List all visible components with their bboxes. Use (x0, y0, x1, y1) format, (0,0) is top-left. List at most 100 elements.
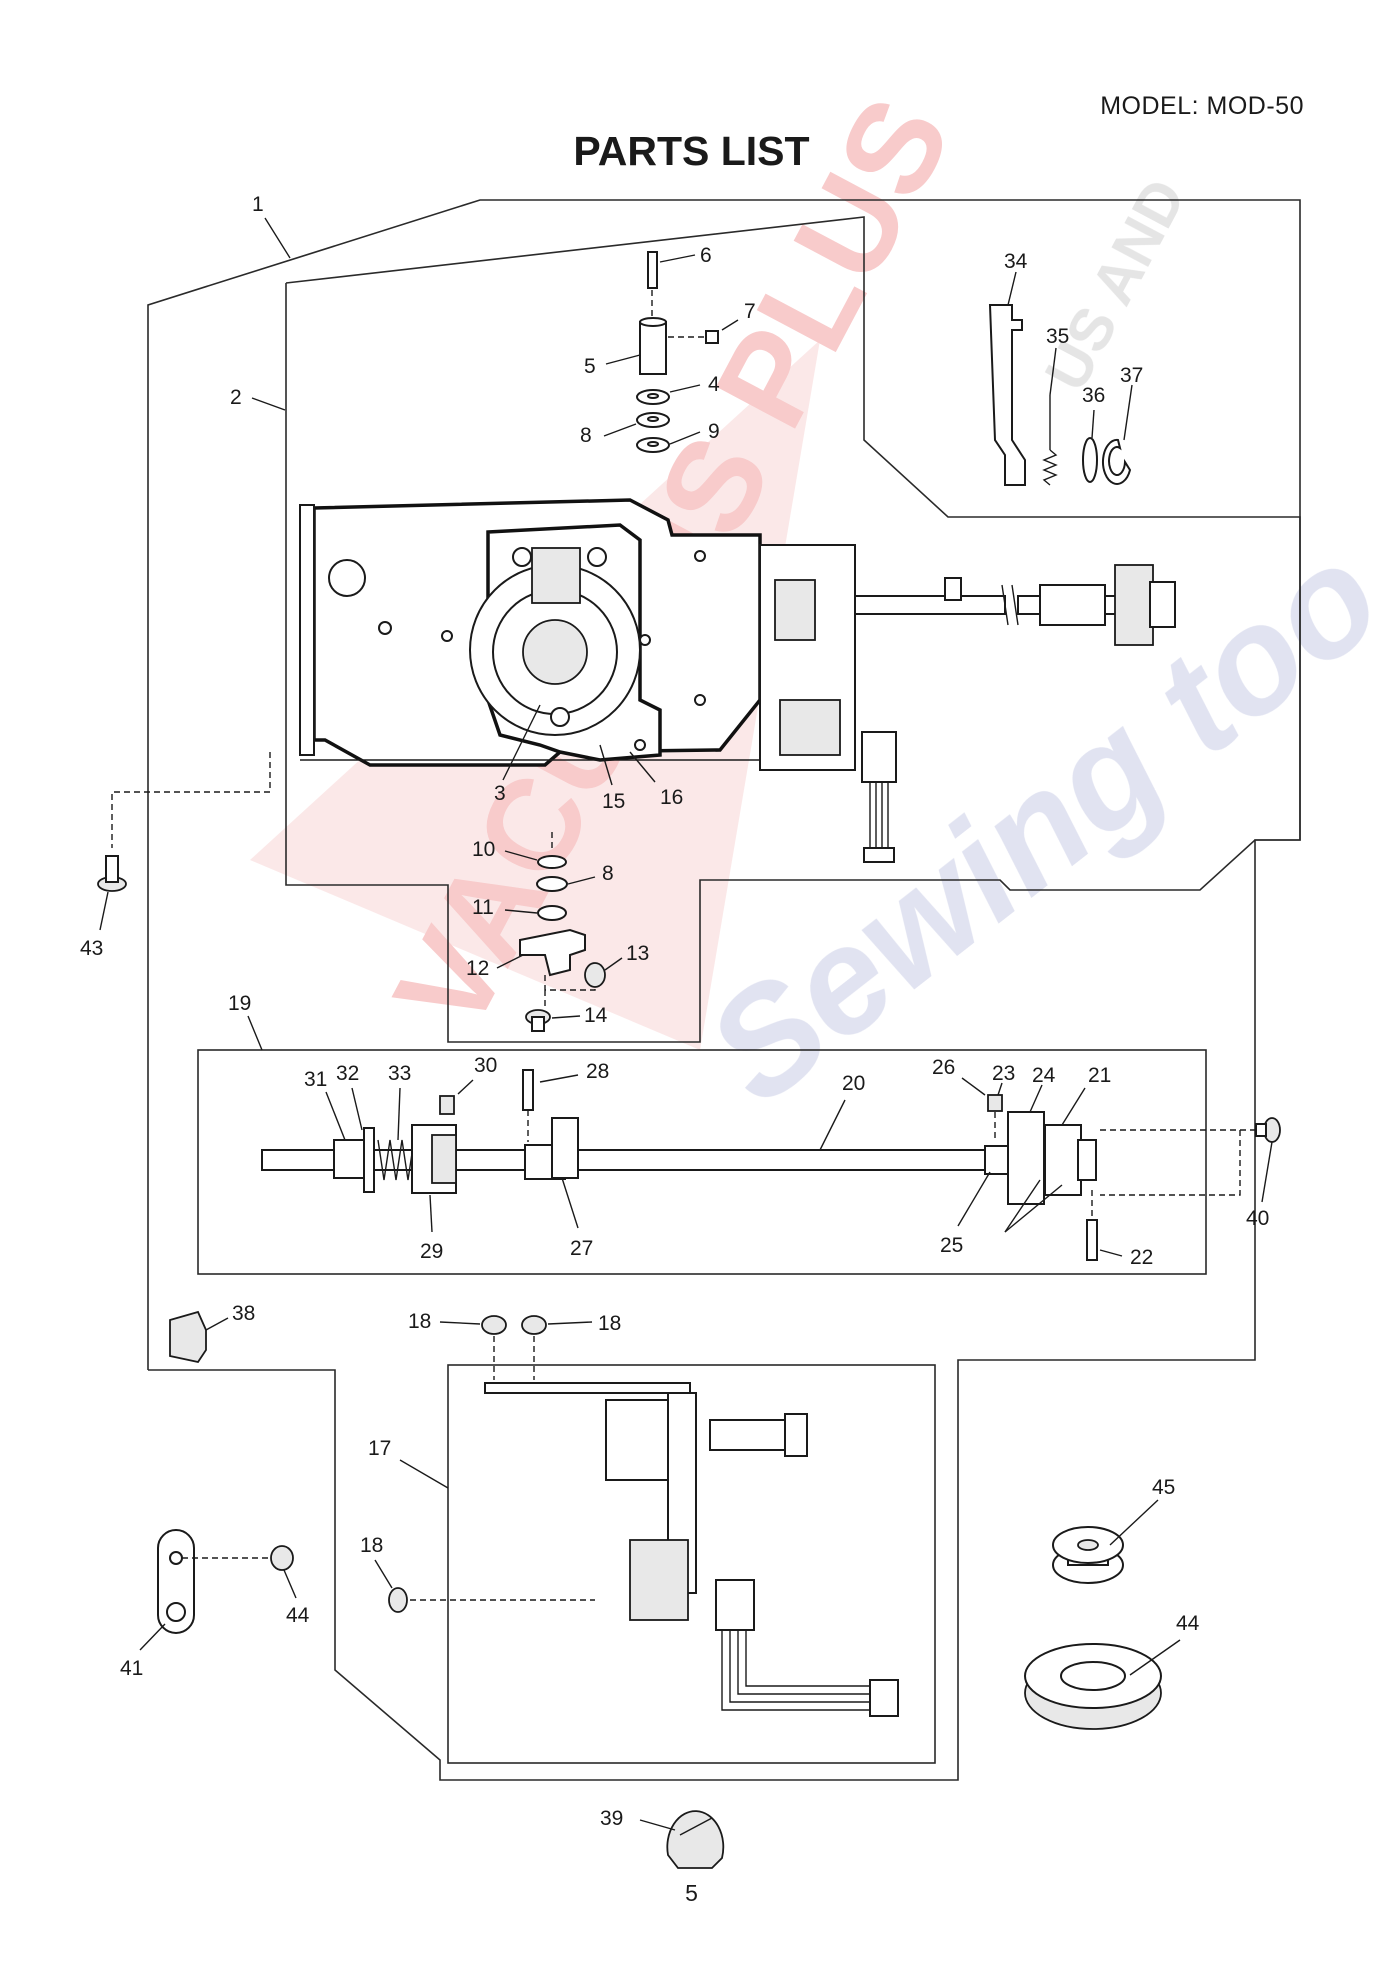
assembly-outlines (147, 199, 1301, 1781)
leader-24c (1004, 1184, 1063, 1233)
part-17-shaft-end (784, 1413, 808, 1457)
leader-26 (961, 1077, 986, 1096)
leader-11 (504, 909, 538, 914)
part-27-crank-arm (551, 1117, 579, 1179)
watermark-text-us: US AND (1032, 169, 1198, 402)
part-13-set-screw (584, 962, 606, 988)
shaft-pulley-hub (1149, 581, 1176, 628)
part-8-washer-hole (647, 416, 659, 422)
part-18a-screw (481, 1315, 507, 1335)
leader-37 (1123, 384, 1133, 441)
lower-stack-parts (519, 832, 606, 1032)
callout-39: 39 (600, 1807, 623, 1830)
callout-16: 16 (660, 786, 683, 809)
part-41-group (157, 1529, 294, 1634)
main-frame-assembly (299, 498, 1176, 863)
part-25-collar (984, 1145, 1010, 1175)
callout-31: 31 (304, 1068, 327, 1091)
leader-18c (374, 1559, 393, 1589)
leader-4 (669, 384, 701, 393)
callout-18c: 18 (360, 1534, 383, 1557)
leader-39 (639, 1819, 676, 1831)
part-29-gear-hub (431, 1134, 457, 1184)
callout-43: 43 (80, 937, 103, 960)
leader-35 (1049, 347, 1057, 396)
part-44a-screw (270, 1545, 294, 1571)
frame-hole-7 (634, 739, 646, 751)
leader-34 (1007, 271, 1017, 306)
part-44b-bobbin-case-hole (1060, 1661, 1126, 1691)
callout-30: 30 (474, 1054, 497, 1077)
callout-7: 7 (744, 300, 756, 323)
accessory-parts (666, 1526, 1162, 1869)
part-35-spring-coil (1042, 449, 1058, 486)
frame-screw-3 (550, 707, 570, 727)
part-39-knob (666, 1810, 725, 1869)
leader-18a (439, 1321, 481, 1325)
callout-26: 26 (932, 1056, 955, 1079)
shaft-break-1 (1001, 584, 1009, 626)
part-6-pin (647, 251, 658, 289)
leader-45 (1109, 1499, 1159, 1546)
callout-34: 34 (1004, 250, 1028, 273)
leader-40 (1261, 1141, 1273, 1203)
callout-19: 19 (228, 992, 251, 1015)
part-4-washer-hole (647, 393, 659, 399)
callout-3: 3 (494, 782, 506, 805)
callout-17: 17 (368, 1437, 391, 1460)
frame-left-rail (299, 504, 315, 756)
leader-7 (721, 319, 739, 331)
part-12-bracket (519, 928, 586, 977)
shaft-coupling (1039, 584, 1106, 626)
leader-21 (1061, 1087, 1086, 1126)
callout-29: 29 (420, 1240, 443, 1263)
callout-38: 38 (232, 1302, 255, 1325)
part-30-set-screw (439, 1095, 455, 1115)
leader-27 (561, 1177, 579, 1229)
callout-40: 40 (1246, 1207, 1269, 1230)
callout-33: 33 (388, 1062, 411, 1085)
page-number: 5 (685, 1880, 698, 1906)
part-45-bobbin-hole (1077, 1539, 1099, 1551)
leader-lines (99, 217, 1273, 1831)
leader-41 (139, 1623, 166, 1651)
callout-12: 12 (466, 957, 489, 980)
leader-1 (264, 217, 291, 259)
part-18c-screw (388, 1587, 408, 1613)
leader-8a (603, 423, 637, 437)
part-17-bracket-top (484, 1382, 691, 1394)
part-5-bushing-top (639, 317, 667, 327)
page-title: PARTS LIST (573, 128, 810, 174)
part-37-e-ring (1101, 438, 1132, 485)
leader-30 (457, 1079, 474, 1095)
leader-17 (399, 1459, 449, 1489)
leader-31 (325, 1091, 346, 1141)
callout-28: 28 (586, 1060, 609, 1083)
leader-2 (251, 397, 286, 411)
frame-hole-1 (328, 559, 366, 597)
callout-37: 37 (1120, 364, 1143, 387)
leader-19 (247, 1015, 263, 1051)
leader-25 (957, 1171, 991, 1227)
part-12-leader-dash (544, 975, 596, 1010)
callout-45: 45 (1152, 1476, 1175, 1499)
lever-parts (988, 304, 1132, 486)
leader-38 (205, 1317, 229, 1331)
leader-43 (99, 891, 109, 931)
part-41-plate (157, 1529, 195, 1634)
leader-13 (604, 957, 623, 971)
wire-plug-upper (863, 847, 895, 863)
leader-6 (659, 254, 696, 263)
wire-harness-upper (869, 782, 889, 850)
part-22-pin (1086, 1219, 1098, 1261)
part-10-washer (537, 855, 567, 869)
leader-24b (1004, 1179, 1041, 1233)
part-14-screw-body (531, 1016, 545, 1032)
part-31-collar (333, 1139, 367, 1179)
frame-hole-6 (694, 694, 706, 706)
side-mechanism-sub-2 (779, 699, 841, 756)
frame-hole-5 (639, 634, 651, 646)
leader-24a (1029, 1084, 1043, 1113)
callout-35: 35 (1046, 325, 1069, 348)
